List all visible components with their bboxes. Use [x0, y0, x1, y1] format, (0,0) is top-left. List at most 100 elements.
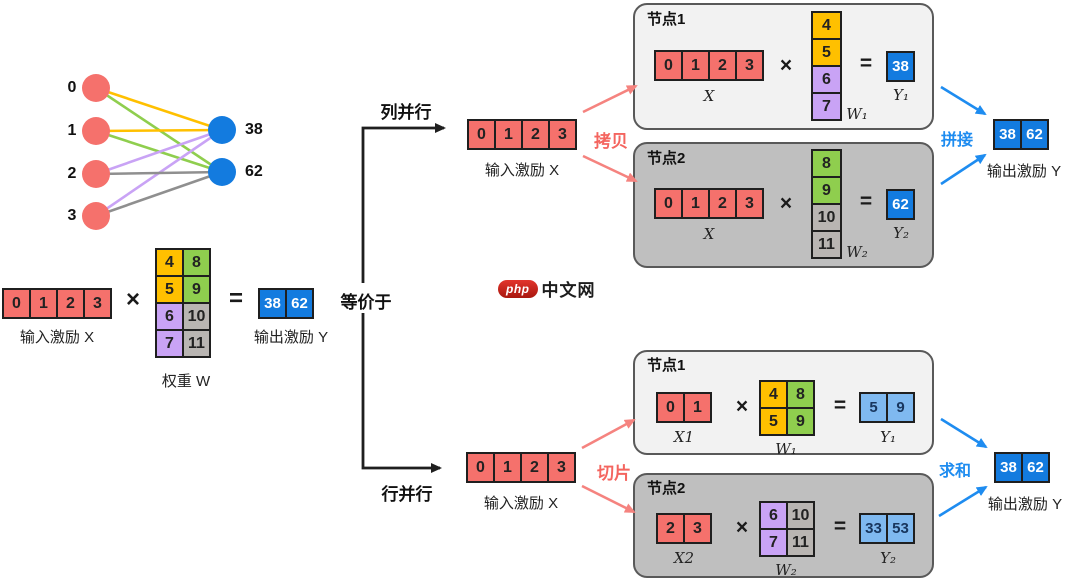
node1-x-label: X1: [673, 428, 695, 446]
x-cell: 3: [736, 189, 763, 218]
w-cell: 11: [787, 529, 814, 556]
node2-y-label: Y₂: [880, 549, 896, 567]
y-cell: 9: [887, 393, 914, 422]
sum-label: 求和: [938, 463, 972, 480]
w-cell: 9: [183, 276, 210, 303]
concat-label: 拼接: [940, 132, 974, 149]
col-node2-box: 节点2 0 1 2 3 X × 8 9 10 11 W₂ = 62 Y₂: [633, 142, 934, 268]
x-cell: 1: [682, 189, 709, 218]
x-cell: 2: [709, 189, 736, 218]
output-node-label-62: 62: [245, 163, 263, 180]
y-cell: 38: [995, 453, 1022, 482]
row-input-activation-label: 输入激励 X: [483, 495, 559, 512]
w-cell: 6: [760, 502, 787, 529]
input-node-1: [82, 117, 110, 145]
w-cell: 4: [812, 12, 841, 39]
x-cell: 0: [468, 120, 495, 149]
node2-w-label: W₂: [775, 561, 797, 579]
input-node-label-2: 2: [67, 165, 77, 182]
node2-y-label: Y₂: [893, 224, 909, 242]
y-cell: 53: [887, 514, 914, 543]
row-node1-box: 节点1 0 1 X1 × 4 8 5 9 W₁ = 5 9 Y₁: [633, 350, 934, 458]
left-eq-y-vector: 38 62: [258, 288, 314, 319]
x-cell: 1: [684, 393, 711, 422]
w-cell: 4: [156, 249, 183, 276]
slice-label: 切片: [597, 464, 631, 483]
times-sign: ×: [125, 286, 141, 313]
node1-x-vector: 0 1: [656, 392, 712, 423]
w-cell: 5: [812, 39, 841, 66]
y-cell: 33: [860, 514, 887, 543]
w-cell: 7: [156, 330, 183, 357]
x-cell: 2: [522, 120, 549, 149]
x-cell: 3: [736, 51, 763, 80]
w-cell: 6: [812, 66, 841, 93]
row-parallel-label: 行并行: [381, 485, 433, 504]
col-parallel-input-vector: 0 1 2 3: [467, 119, 577, 150]
x-cell: 0: [3, 289, 30, 318]
equals-sign: =: [228, 285, 244, 312]
node2-y-vector: 62: [886, 189, 915, 220]
node1-y-vector: 38: [886, 51, 915, 82]
x-cell: 1: [494, 453, 521, 482]
w-cell: 10: [812, 204, 841, 231]
x-cell: 3: [84, 289, 111, 318]
col-output-activation-label: 输出激励 Y: [986, 163, 1062, 180]
node1-title: 节点1: [647, 11, 686, 28]
times-sign: ×: [779, 54, 793, 77]
row-output-activation-label: 输出激励 Y: [987, 496, 1063, 513]
x-cell: 0: [657, 393, 684, 422]
y-cell: 62: [1022, 453, 1049, 482]
y-cell: 38: [994, 120, 1021, 149]
node1-y-label: Y₁: [893, 86, 909, 104]
equals-sign: =: [859, 52, 873, 75]
output-node-38: [208, 116, 236, 144]
times-sign: ×: [779, 192, 793, 215]
w-cell: 8: [812, 150, 841, 177]
col-node1-box: 节点1 0 1 2 3 X × 4 5 6 7 W₁ = 38 Y₁: [633, 3, 934, 130]
x-cell: 0: [655, 51, 682, 80]
col-output-vector: 38 62: [993, 119, 1049, 150]
node1-w-matrix: 4 8 5 9: [759, 380, 815, 436]
x-cell: 1: [682, 51, 709, 80]
equals-sign: =: [859, 190, 873, 213]
node2-x-vector: 0 1 2 3: [654, 188, 764, 219]
w-cell: 7: [812, 93, 841, 120]
x-cell: 2: [521, 453, 548, 482]
node1-w-label: W₁: [775, 440, 797, 458]
x-cell: 1: [30, 289, 57, 318]
equals-sign: =: [833, 515, 847, 538]
x-cell: 3: [549, 120, 576, 149]
x-cell: 3: [684, 514, 711, 543]
input-node-2: [82, 160, 110, 188]
watermark-text: 中文网: [541, 281, 596, 300]
times-sign: ×: [735, 395, 749, 418]
output-node-label-38: 38: [245, 121, 263, 138]
col-input-activation-label: 输入激励 X: [484, 162, 560, 179]
equals-sign: =: [833, 394, 847, 417]
w-cell: 11: [812, 231, 841, 258]
node1-title: 节点1: [647, 357, 686, 374]
w-cell: 5: [156, 276, 183, 303]
input-activation-label: 输入激励 X: [19, 329, 95, 346]
y-cell: 62: [887, 190, 914, 219]
node1-w-column: 4 5 6 7: [811, 11, 842, 121]
row-parallel-input-vector: 0 1 2 3: [466, 452, 576, 483]
w-cell: 9: [787, 408, 814, 435]
node1-w-label: W₁: [846, 105, 868, 123]
node2-x-vector: 2 3: [656, 513, 712, 544]
node2-w-column: 8 9 10 11: [811, 149, 842, 259]
x-cell: 2: [57, 289, 84, 318]
w-cell: 5: [760, 408, 787, 435]
y-cell: 38: [887, 52, 914, 81]
y-cell: 5: [860, 393, 887, 422]
input-node-label-1: 1: [67, 122, 77, 139]
node1-y-vector: 5 9: [859, 392, 915, 423]
w-cell: 6: [156, 303, 183, 330]
equivalent-label: 等价于: [340, 293, 392, 312]
w-cell: 11: [183, 330, 210, 357]
row-node2-box: 节点2 2 3 X2 × 6 10 7 11 W₂ = 33 53 Y₂: [633, 473, 934, 579]
y-cell: 38: [259, 289, 286, 318]
y-cell: 62: [1021, 120, 1048, 149]
